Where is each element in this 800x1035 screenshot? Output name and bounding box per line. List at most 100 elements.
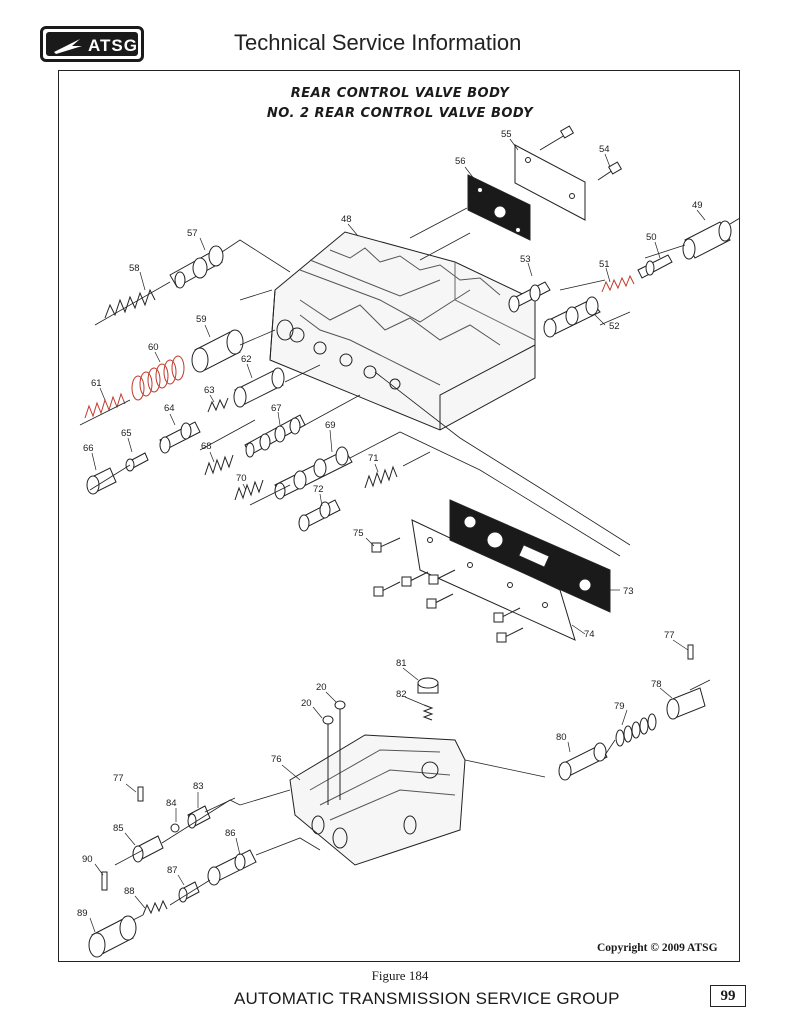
spring-88 — [142, 899, 168, 916]
ball-84 — [170, 823, 180, 833]
part-label: 90 — [82, 854, 93, 865]
part-label: 53 — [520, 254, 531, 265]
part-label: 73 — [623, 586, 634, 597]
sleeve-89 — [88, 915, 137, 958]
part-label: 65 — [121, 428, 132, 439]
part-label: 80 — [556, 732, 567, 743]
spring-58 — [104, 288, 156, 319]
page-number: 99 — [710, 985, 746, 1007]
bolt-55 — [539, 125, 575, 151]
pin-77-lower — [137, 786, 144, 802]
check-balls-20 — [322, 700, 346, 805]
part-number-labels: 55 54 56 49 48 57 50 53 58 51 52 59 60 6… — [77, 129, 703, 919]
sleeve-78 — [666, 687, 706, 720]
part-label: 85 — [113, 823, 124, 834]
part-label: 49 — [692, 200, 703, 211]
assembly-lines — [79, 207, 711, 921]
part-label: 56 — [455, 156, 466, 167]
part-label: 67 — [271, 403, 282, 414]
valve-80 — [558, 742, 608, 781]
valve-69 — [274, 446, 353, 500]
spring-63 — [207, 397, 229, 413]
part-label: 72 — [313, 484, 324, 495]
rear-control-valve-body — [269, 231, 536, 431]
plug-83 — [187, 805, 211, 829]
part-label: 58 — [129, 263, 140, 274]
plug-66 — [86, 467, 117, 495]
part-label: 84 — [166, 798, 177, 809]
part-label: 55 — [501, 129, 512, 140]
part-label: 20 — [301, 698, 312, 709]
part-label: 51 — [599, 259, 610, 270]
part-label: 62 — [241, 354, 252, 365]
part-label: 69 — [325, 420, 336, 431]
spring-71 — [364, 465, 398, 489]
pin-77-upper — [687, 644, 694, 660]
part-label: 79 — [614, 701, 625, 712]
part-label: 78 — [651, 679, 662, 690]
sleeve-62 — [233, 367, 285, 408]
plug-87 — [178, 881, 200, 903]
copyright-notice: Copyright © 2009 ATSG — [597, 942, 718, 954]
no2-rear-control-valve-body — [289, 734, 466, 866]
valve-85 — [132, 835, 164, 863]
valve-86 — [207, 849, 257, 886]
part-label: 63 — [204, 385, 215, 396]
part-label: 77 — [113, 773, 124, 784]
part-label: 54 — [599, 144, 610, 155]
spring-61 — [84, 392, 126, 419]
bolts-75 — [371, 537, 524, 643]
part-label: 52 — [609, 321, 620, 332]
spring-82 — [422, 704, 434, 721]
part-label: 57 — [187, 228, 198, 239]
diagram-frame — [58, 70, 740, 962]
diagram-title: REAR CONTROL VALVE BODY — [290, 86, 510, 101]
valve-53 — [508, 281, 551, 313]
plug-65 — [125, 452, 149, 472]
valve-72 — [298, 499, 341, 532]
part-label: 66 — [83, 443, 94, 454]
bolt-54 — [597, 161, 623, 181]
part-label: 61 — [91, 378, 102, 389]
valve-50 — [637, 254, 673, 279]
part-label: 82 — [396, 689, 407, 700]
logo-wing-icon — [54, 39, 82, 54]
logo-text: ATSG — [88, 36, 138, 55]
atsg-logo: ATSG — [40, 26, 144, 62]
spring-79 — [615, 713, 657, 747]
spring-60 — [131, 355, 185, 401]
spring-70 — [234, 479, 264, 501]
footer-group-name: AUTOMATIC TRANSMISSION SERVICE GROUP — [234, 989, 620, 1008]
sleeve-59 — [191, 329, 244, 373]
part-label: 81 — [396, 658, 407, 669]
part-label: 20 — [316, 682, 327, 693]
gasket-56 — [467, 174, 531, 241]
part-label: 89 — [77, 908, 88, 919]
part-label: 50 — [646, 232, 657, 243]
part-label: 77 — [664, 630, 675, 641]
plate-55 — [514, 144, 586, 221]
part-label: 87 — [167, 865, 178, 876]
spring-68 — [204, 454, 234, 476]
valve-52 — [543, 296, 601, 338]
plug-81 — [417, 677, 439, 694]
pin-90 — [101, 871, 108, 891]
part-label: 71 — [368, 453, 379, 464]
leader-lines — [89, 138, 706, 933]
spring-51 — [601, 274, 635, 293]
part-label: 75 — [353, 528, 364, 539]
part-label: 83 — [193, 781, 204, 792]
diagram-subtitle: NO. 2 REAR CONTROL VALVE BODY — [266, 106, 534, 121]
figure-caption: Figure 184 — [371, 968, 429, 983]
valve-64 — [159, 421, 201, 454]
valve-57 — [169, 245, 224, 289]
gasket-73 — [449, 499, 611, 613]
part-label: 86 — [225, 828, 236, 839]
valve-67 — [244, 414, 306, 458]
logo-background: ATSG — [46, 32, 138, 56]
sleeve-49 — [682, 217, 741, 260]
part-label: 48 — [341, 214, 352, 225]
part-label: 68 — [201, 441, 212, 452]
part-label: 59 — [196, 314, 207, 325]
